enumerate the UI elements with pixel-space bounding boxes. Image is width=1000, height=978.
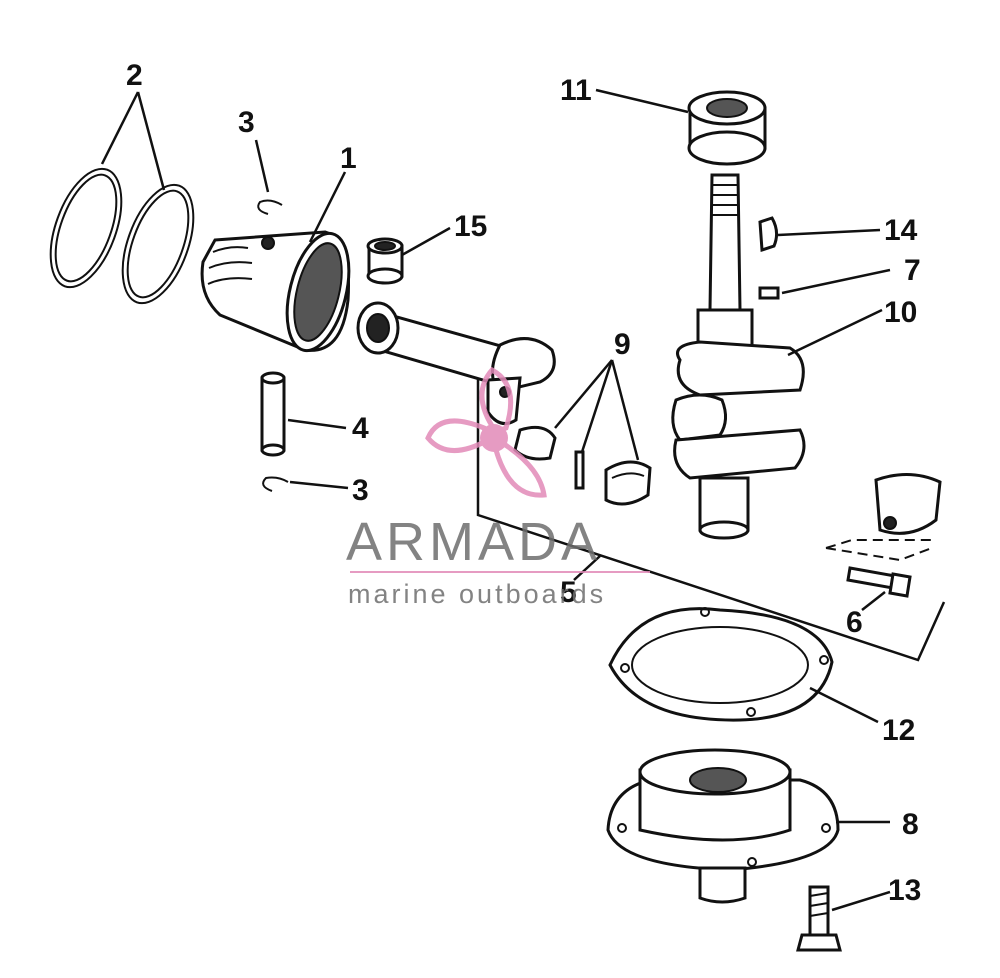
callout-10: 10 bbox=[884, 296, 917, 329]
propeller-icon bbox=[425, 366, 547, 498]
woodruff-key bbox=[758, 216, 779, 253]
watermark-tagline: marine outboards bbox=[348, 579, 606, 609]
connecting-rod bbox=[356, 301, 556, 426]
callout-3-top: 3 bbox=[238, 106, 255, 139]
bearing-half bbox=[604, 460, 652, 506]
needle-bearing bbox=[366, 237, 404, 285]
callout-3-bottom: 3 bbox=[352, 474, 369, 507]
callout-5: 5 bbox=[560, 576, 577, 609]
watermark-brand: ARMADA bbox=[346, 512, 601, 572]
callout-2: 2 bbox=[126, 59, 143, 92]
callout-1: 1 bbox=[340, 142, 357, 175]
watermark: ARMADA marine outboards bbox=[346, 366, 650, 609]
callout-12: 12 bbox=[882, 714, 915, 747]
callout-labels: 2 3 1 15 4 3 11 14 7 10 9 5 6 12 8 13 bbox=[126, 59, 921, 907]
piston-ring-rear bbox=[121, 183, 195, 305]
cap-screw bbox=[846, 566, 912, 598]
leader-lines bbox=[100, 88, 891, 912]
callout-15: 15 bbox=[454, 210, 487, 243]
retaining-ring-bottom bbox=[262, 476, 289, 492]
callout-13: 13 bbox=[888, 874, 921, 907]
crankshaft bbox=[671, 173, 806, 540]
watermark-divider bbox=[350, 571, 650, 573]
callout-14: 14 bbox=[884, 214, 918, 247]
callout-7: 7 bbox=[904, 254, 921, 287]
callout-4: 4 bbox=[352, 412, 369, 445]
callout-6: 6 bbox=[846, 606, 863, 639]
gasket bbox=[608, 607, 834, 722]
retaining-ring-top bbox=[257, 199, 283, 215]
dowel-pin bbox=[574, 450, 585, 490]
piston bbox=[200, 230, 351, 353]
upper-main-bearing bbox=[687, 90, 767, 166]
callout-8: 8 bbox=[902, 808, 919, 841]
rod-cap-outline bbox=[825, 539, 933, 562]
rod-cap bbox=[874, 472, 942, 535]
housing-bolt bbox=[796, 885, 842, 952]
piston-ring-front bbox=[49, 167, 123, 289]
piston-pin bbox=[260, 371, 286, 457]
square-key bbox=[758, 286, 780, 300]
callout-9: 9 bbox=[614, 328, 631, 361]
callout-11: 11 bbox=[560, 74, 592, 107]
lower-bearing-housing bbox=[606, 748, 840, 904]
